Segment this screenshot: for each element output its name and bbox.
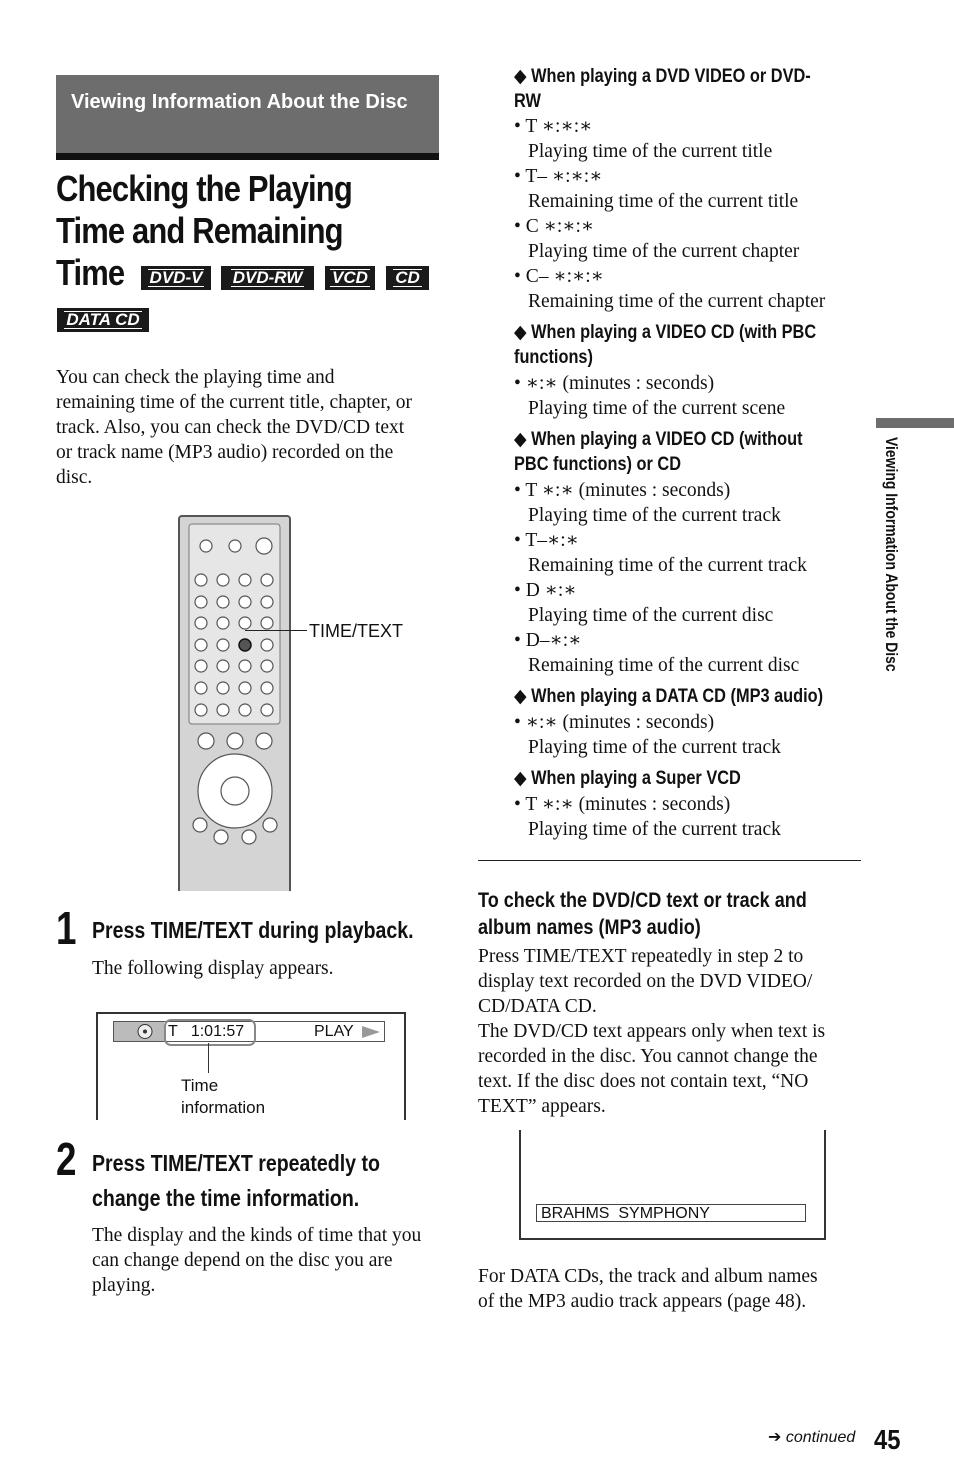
side-tab-label: Viewing Information About the Disc (882, 437, 901, 672)
step-1-heading: Press TIME/TEXT during playback. (92, 917, 414, 943)
intro-line: track. Also, you can check the DVD/CD te… (56, 417, 405, 438)
heading-vcd-pbc: ◆ When playing a VIDEO CD (with PBC func… (514, 322, 817, 368)
time-text-callout: TIME/TEXT (309, 621, 403, 641)
osd-time-readout: T 1:01:57 (168, 1023, 245, 1040)
heading-data-cd: ◆ When playing a DATA CD (MP3 audio) (514, 686, 824, 707)
step-1-number: 1 (56, 902, 77, 954)
step-2-heading: Press TIME/TEXT repeatedly to change the… (92, 1150, 380, 1211)
callout-leader-line (245, 630, 307, 631)
data-cd-note: For DATA CDs, the track and album names … (478, 1266, 818, 1312)
badge-dvd-v: DVD-V (141, 266, 211, 290)
time-information-label: Time information (181, 1076, 266, 1117)
page-title: Checking the Playing Time and Remaining … (56, 168, 400, 294)
osd-disc-text: BRAHMS SYMPHONY (536, 1204, 806, 1222)
list-vcd-no-pbc: • T ∗:∗ (minutes : seconds) Playing time… (514, 480, 807, 676)
side-tab-bar (876, 418, 954, 428)
list-super-vcd: • T ∗:∗ (minutes : seconds) Playing time… (514, 794, 781, 840)
intro-line: remaining time of the current title, cha… (56, 392, 413, 413)
osd-play-status: PLAY (314, 1022, 380, 1041)
divider (478, 860, 861, 861)
time-label-leader (208, 1043, 209, 1073)
title-line-2: Time and Remaining (56, 210, 344, 251)
title-line-3: Time (56, 252, 125, 293)
heading-check-text: To check the DVD/CD text or track and al… (478, 889, 807, 939)
play-status-text: PLAY (314, 1023, 354, 1040)
step-2-number: 2 (56, 1133, 77, 1185)
disc-icon (137, 1024, 153, 1039)
badge-dvd-rw: DVD-RW (221, 266, 314, 290)
list-vcd-pbc: • ∗:∗ (minutes : seconds) Playing time o… (514, 373, 786, 419)
remote-control-illustration (178, 515, 291, 891)
intro-line: disc. (56, 467, 93, 488)
osd-disc-icon-area (114, 1022, 164, 1041)
osd-display-text (519, 1130, 826, 1240)
heading-dvd-video: ◆ When playing a DVD VIDEO or DVD- RW (514, 66, 811, 112)
section-header-text: Viewing Information About the Disc (71, 91, 408, 113)
page-number: 45 (874, 1424, 901, 1455)
step-2-body: The display and the kinds of time that y… (92, 1225, 422, 1296)
continued-note: ➔ continued (768, 1429, 856, 1446)
badge-cd: CD (386, 266, 429, 290)
list-dvd-video: • T ∗:∗:∗ Playing time of the current ti… (514, 116, 826, 312)
time-highlight-oval (164, 1019, 256, 1046)
step-1-body: The following display appears. (92, 958, 334, 979)
intro-line: or track name (MP3 audio) recorded on th… (56, 442, 394, 463)
arrow-right-icon: ➔ (768, 1429, 782, 1446)
osd-display-time (96, 1012, 406, 1120)
badge-vcd: VCD (325, 266, 375, 290)
section-rule (56, 153, 439, 160)
check-text-body: Press TIME/TEXT repeatedly in step 2 to … (478, 946, 826, 1117)
section-header: Viewing Information About the Disc (56, 75, 439, 153)
play-icon (361, 1025, 380, 1038)
badge-data-cd: DATA CD (57, 308, 149, 332)
intro-paragraph: You can check the playing time and remai… (56, 365, 451, 490)
heading-super-vcd: ◆ When playing a Super VCD (514, 768, 741, 789)
title-line-1: Checking the Playing (56, 168, 353, 209)
list-data-cd: • ∗:∗ (minutes : seconds) Playing time o… (514, 712, 781, 758)
heading-vcd-no-pbc: ◆ When playing a VIDEO CD (without PBC f… (514, 429, 803, 475)
intro-line: You can check the playing time and (56, 367, 335, 388)
